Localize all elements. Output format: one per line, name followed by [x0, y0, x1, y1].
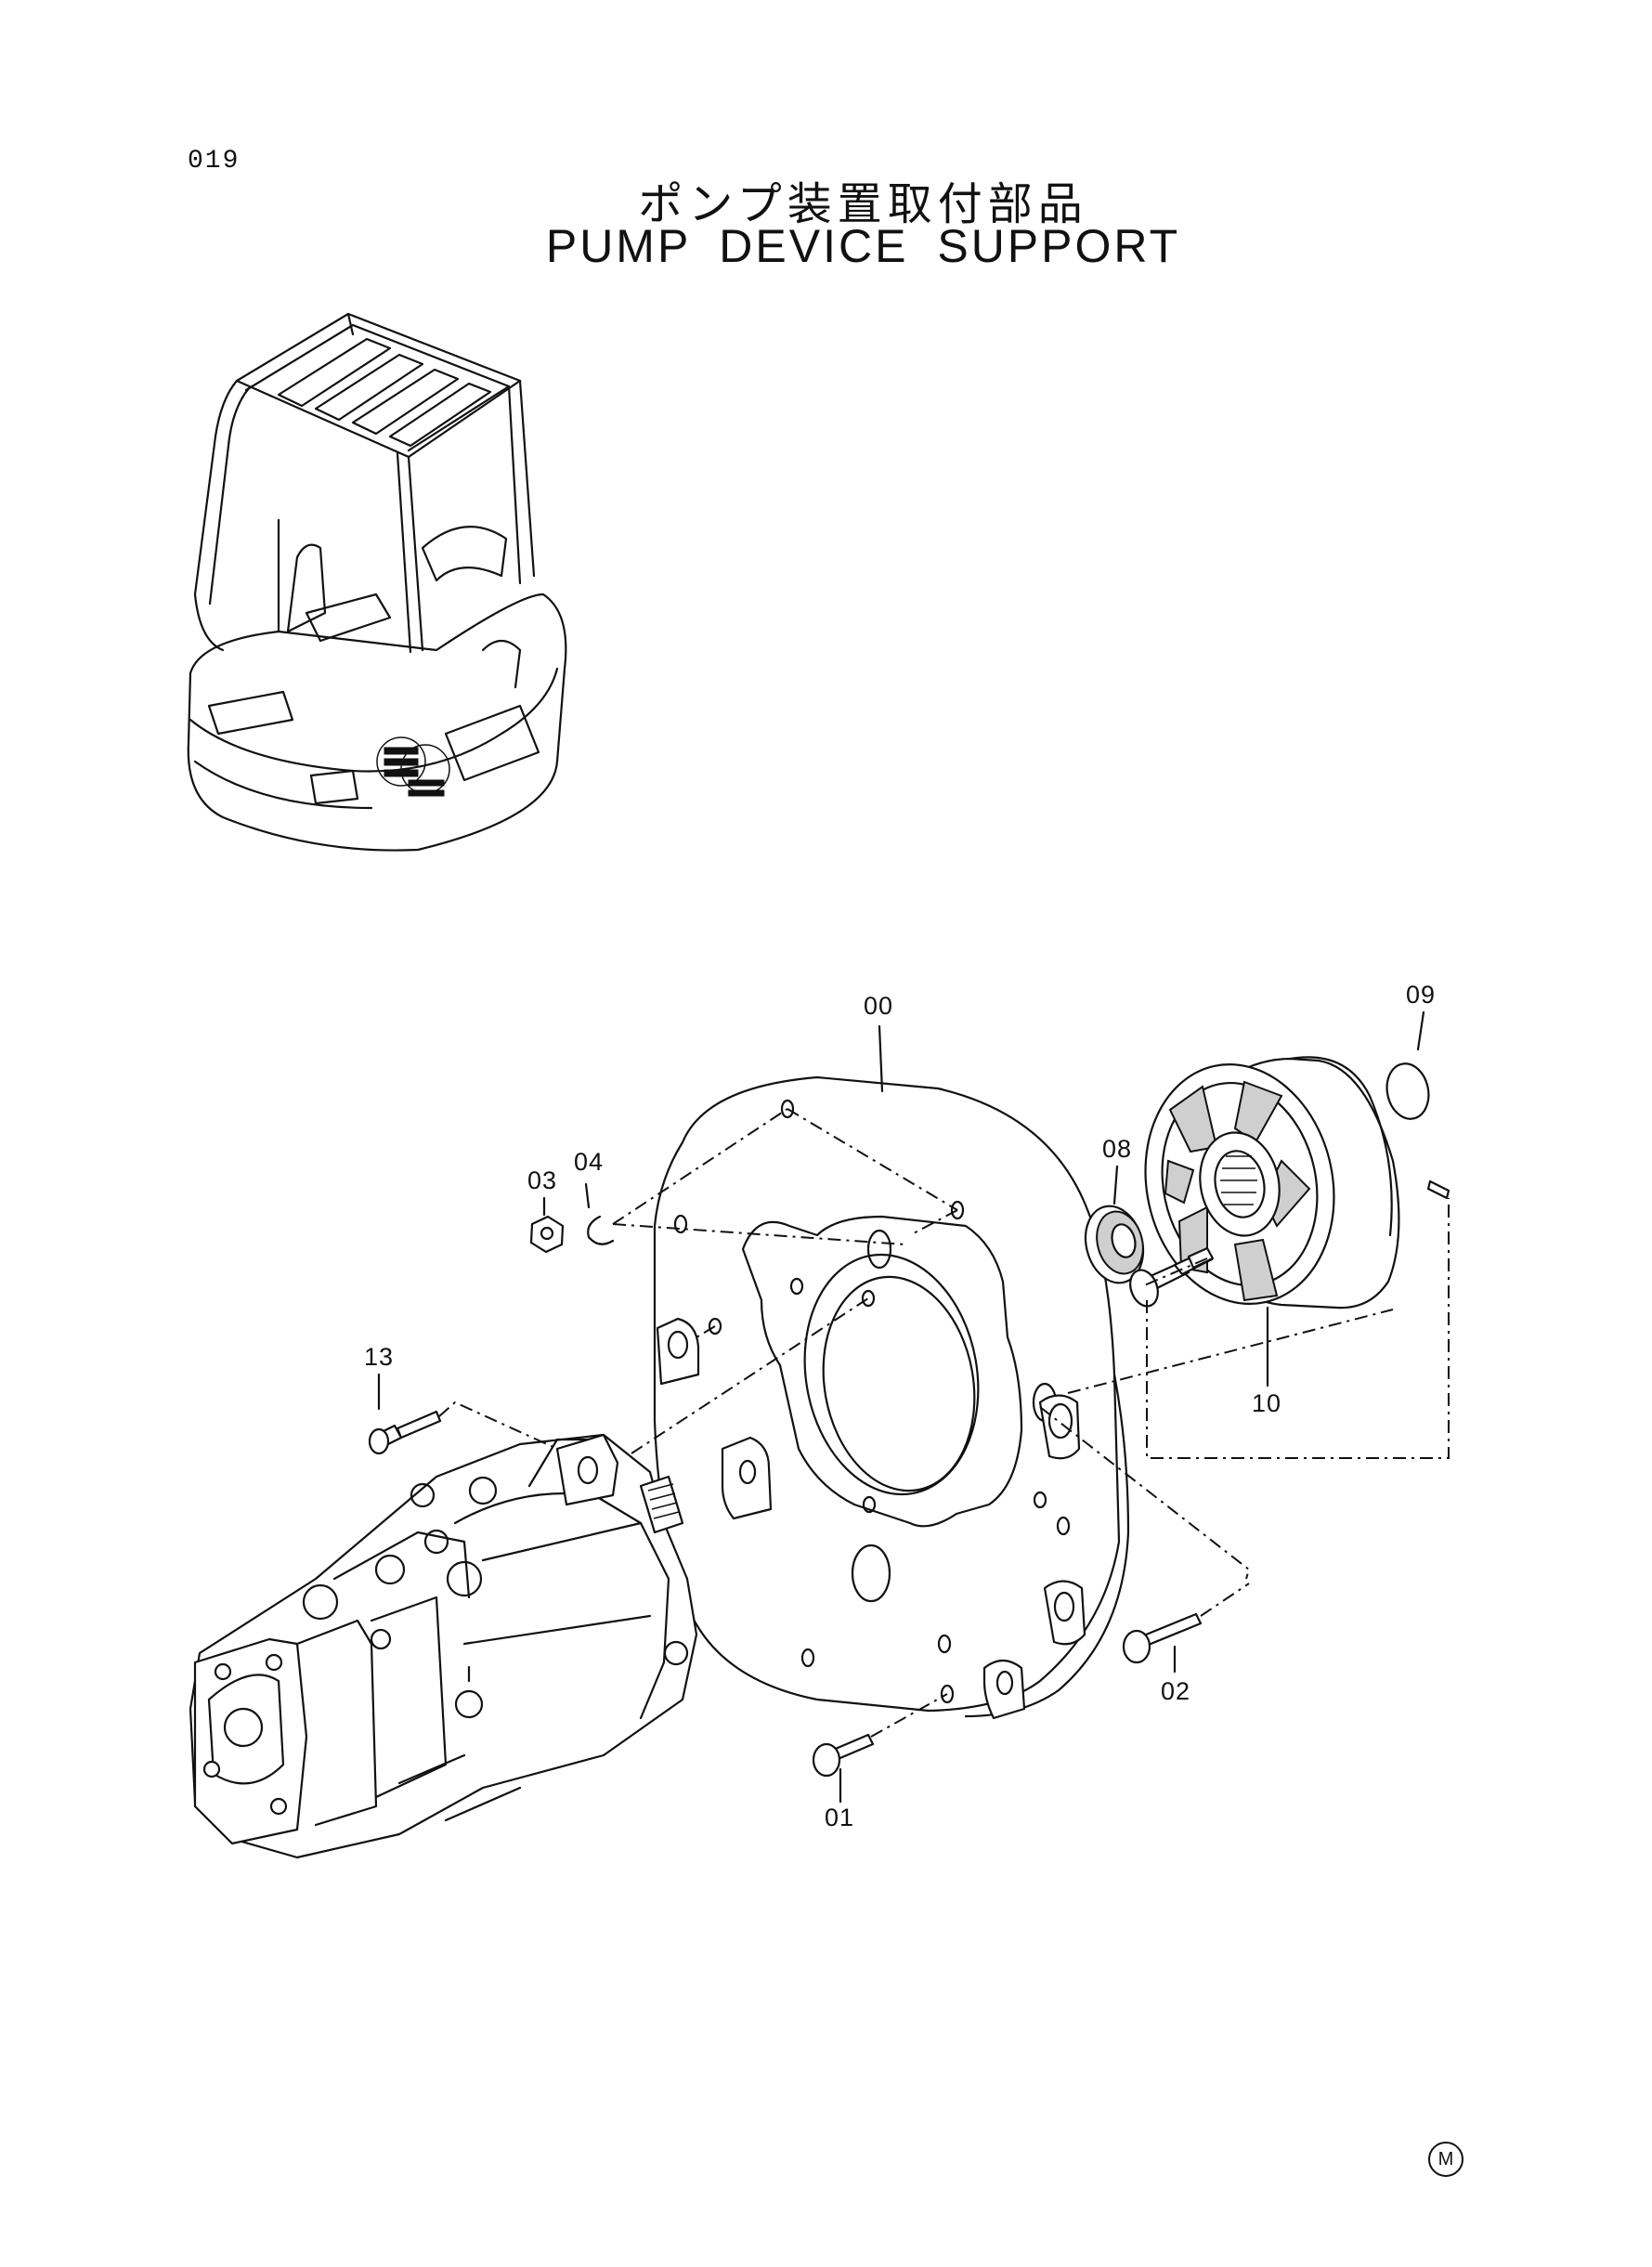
callout-04: 04 — [574, 1148, 605, 1176]
leader-00 — [878, 1024, 884, 1093]
washer-04 — [584, 1182, 615, 1245]
bolt-02 — [1122, 1612, 1203, 1674]
callout-01: 01 — [825, 1804, 855, 1831]
nut-03 — [529, 1196, 565, 1254]
model-mark: M — [1428, 2142, 1463, 2177]
title-english: PUMP DEVICE SUPPORT — [545, 220, 1181, 272]
callout-08: 08 — [1102, 1135, 1133, 1163]
callout-13: 13 — [364, 1343, 395, 1371]
callout-10: 10 — [1252, 1389, 1282, 1417]
bolt-01 — [812, 1733, 875, 1804]
part-08-bearing — [1084, 1165, 1145, 1284]
assembly-lines — [438, 1108, 1450, 1738]
callout-00: 00 — [864, 992, 894, 1020]
part-09-disc — [1385, 1010, 1450, 1200]
title-japanese: ポンプ装置取付部品 — [638, 178, 1088, 230]
page-number: 019 — [188, 147, 241, 176]
bolt-13 — [368, 1373, 442, 1455]
hydraulic-pump — [189, 1433, 698, 1859]
callout-09: 09 — [1406, 981, 1437, 1009]
coupling-bolt — [1129, 1246, 1215, 1308]
excavator-overview — [187, 312, 567, 852]
callout-03: 03 — [527, 1166, 558, 1194]
pump-mounting-flange — [653, 1075, 1130, 1720]
coupling-assembly — [1144, 1056, 1400, 1388]
callout-02: 02 — [1161, 1677, 1191, 1705]
